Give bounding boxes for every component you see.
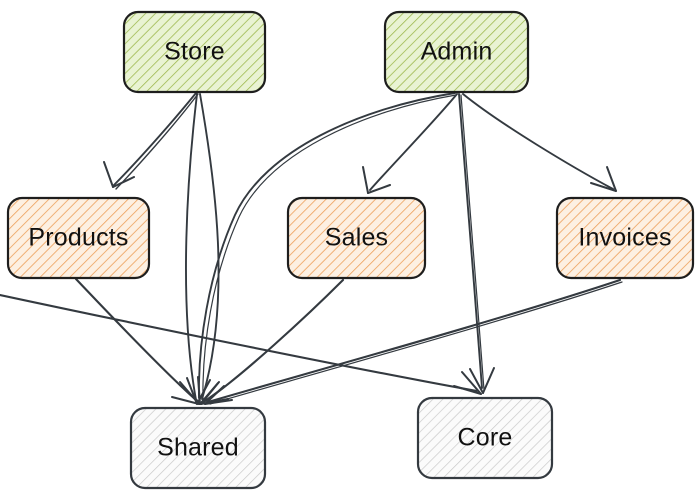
node-sales[interactable]: Sales [286, 196, 427, 280]
edge-store-shared-a [185, 93, 211, 405]
edge-invoices-core [0, 293, 482, 395]
edge-admin-core [458, 93, 495, 394]
nodes-layer: Store Admin Products Sales [6, 10, 695, 490]
edge-admin-invoices [462, 93, 617, 192]
edges-layer [0, 92, 623, 405]
node-core[interactable]: Core [416, 396, 554, 480]
node-store[interactable]: Store [122, 10, 267, 94]
node-admin[interactable]: Admin [383, 10, 530, 94]
node-products[interactable]: Products [6, 196, 151, 280]
node-shared[interactable]: Shared [129, 406, 267, 490]
edge-admin-sales [362, 93, 458, 194]
edge-products-shared [74, 277, 200, 405]
edge-store-products [103, 92, 199, 190]
edge-invoices-shared [204, 278, 623, 405]
node-invoices[interactable]: Invoices [555, 196, 695, 280]
